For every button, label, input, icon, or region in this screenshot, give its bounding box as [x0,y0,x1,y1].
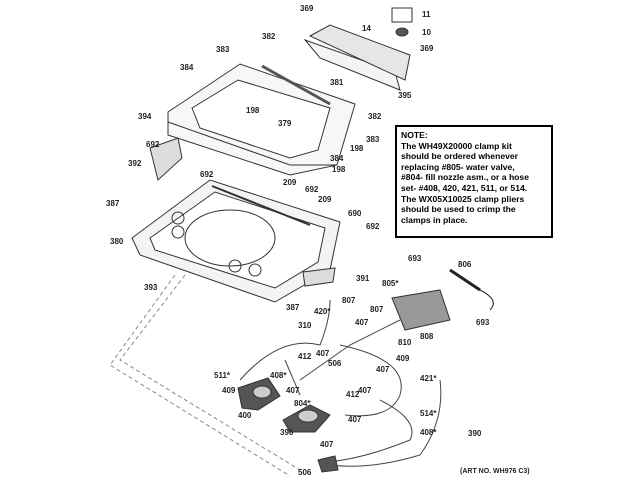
note-line: The WX05X10025 clamp pliers [401,193,525,204]
note-line: should be used to crimp the [401,204,516,215]
part-label: 409 [222,386,236,395]
part-label: 392 [128,159,142,168]
part-label: 407 [320,440,334,449]
part-label: 387 [286,303,300,312]
part-label: 11 [422,10,431,19]
part-label: 420* [314,307,331,316]
part-label: 807 [342,296,356,305]
part-label: 407 [316,349,330,358]
part-label: 395 [398,91,412,100]
top-cover [131,137,341,303]
note-line: The WH49X20000 clamp kit [401,140,512,151]
hoses [239,299,442,467]
part-label: 382 [368,112,382,121]
part-label: 198 [350,144,364,153]
part-label: 690 [348,209,362,218]
part-label: 407 [376,365,390,374]
part-label: 396 [280,428,294,437]
part-label: 692 [200,170,214,179]
part-label: 692 [305,185,319,194]
part-label: 391 [356,274,370,283]
part-label: 380 [110,237,124,246]
part-label: 804* [294,399,311,408]
note-line: #804- fill nozzle asm., or a hose [401,172,529,183]
part-label: 692 [366,222,380,231]
part-label: 390 [468,429,482,438]
part-label: 379 [278,119,292,128]
part-label: 369 [420,44,434,53]
part-label: 409 [396,354,410,363]
part-label: 383 [366,135,380,144]
part-label: 408* [270,371,287,380]
part-label: 393 [144,283,158,292]
part-label: 421* [420,374,437,383]
part-label: 382 [262,32,276,41]
part-label: 693 [408,254,422,263]
part-label: 407 [355,318,369,327]
part-label: 14 [362,24,371,33]
part-label: 806 [458,260,472,269]
part-label: 381 [330,78,344,87]
part-label: 805* [382,279,399,288]
part-label: 506 [328,359,342,368]
part-label: 407 [286,386,300,395]
part-label: 693 [476,318,490,327]
part-label: 209 [318,195,332,204]
part-label: 408* [420,428,437,437]
note-line: should be ordered whenever [401,151,518,162]
art-number: (ART NO. WH976 C3) [460,468,530,475]
part-label: 412 [346,390,360,399]
part-label: 511* [214,371,231,380]
part-label: 384 [330,154,344,163]
part-label: 10 [422,28,431,37]
clamp-kit-note: NOTE: The WH49X20000 clamp kit should be… [395,125,553,238]
part-label: 198 [332,165,346,174]
lid-assembly [167,63,356,176]
part-label: 198 [246,106,260,115]
part-label: 506 [298,468,312,477]
part-label: 387 [106,199,120,208]
part-label: 400 [238,411,252,420]
part-label: 407 [358,386,372,395]
part-label: 384 [180,63,194,72]
control-panel-backsplash [303,7,413,91]
water-valve-assembly [391,268,494,331]
part-label: 209 [283,178,297,187]
note-heading: NOTE: [401,130,428,140]
part-label: 810 [398,338,412,347]
part-label: 412 [298,352,312,361]
part-label: 407 [348,415,362,424]
cabinet-outline [119,274,301,471]
part-label: 383 [216,45,230,54]
dispensers [237,377,339,473]
part-label: 514* [420,409,437,418]
part-label: 310 [298,321,312,330]
part-label: 808 [420,332,434,341]
part-label: 692 [146,140,160,149]
part-label: 369 [300,4,314,13]
note-line: clamps in place. [401,214,468,225]
note-line: replacing #805- water valve, [401,161,515,172]
part-label: 807 [370,305,384,314]
part-label: 394 [138,112,152,121]
note-line: set- #408, 420, 421, 511, or 514. [401,182,528,193]
